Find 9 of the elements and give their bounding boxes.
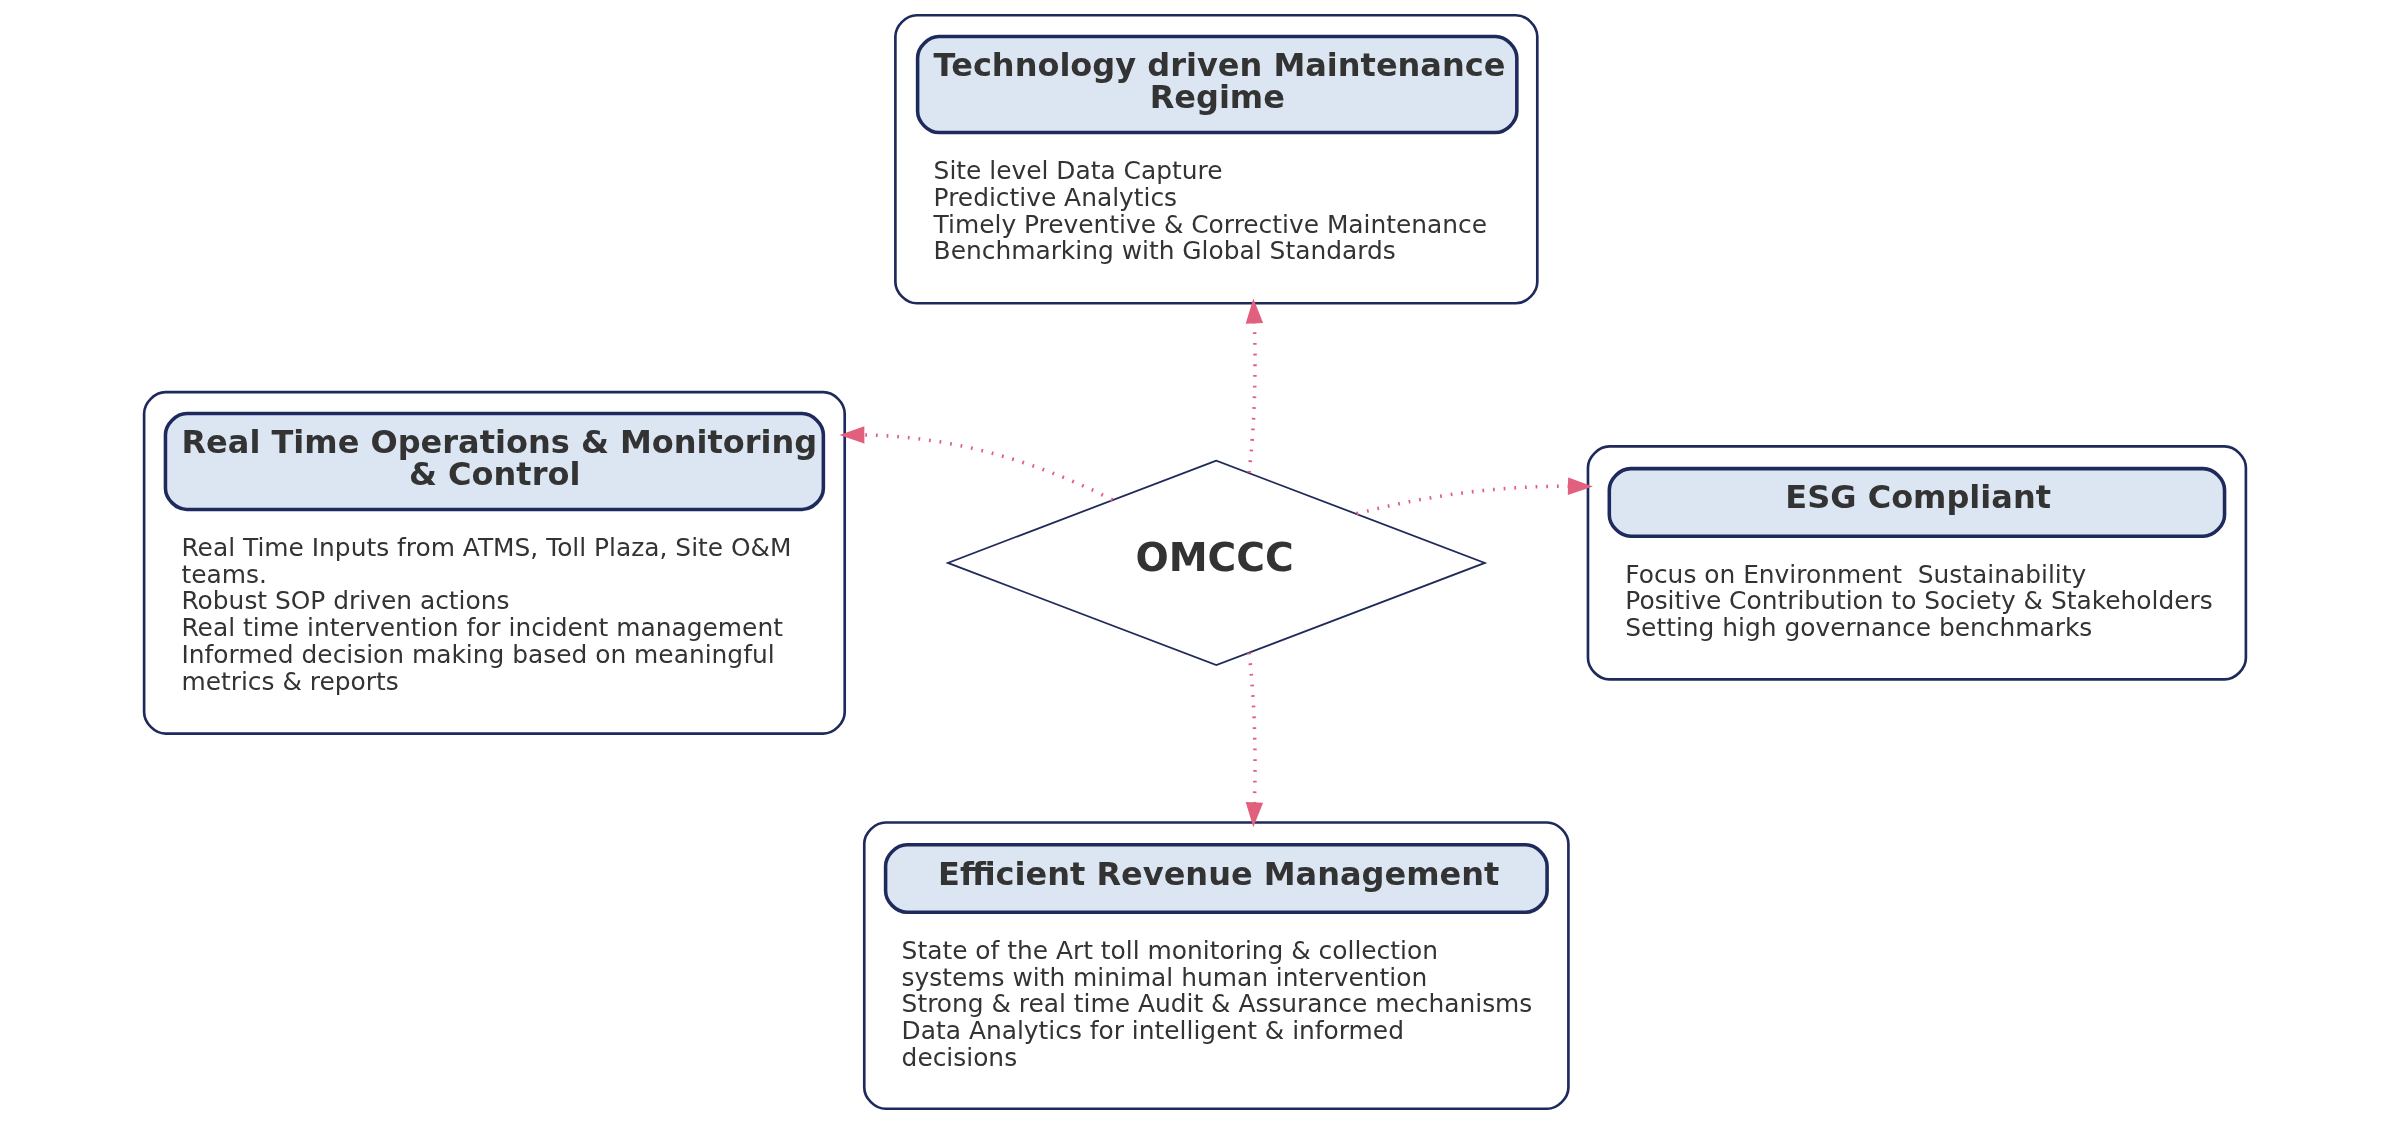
node-box: Technology driven Maintenance Regime Site level Data Capture Predictive Analytics Timely Preventive & Corrective Maintenance Benchmarking with Global Standards bbox=[893, 13, 1539, 305]
arrow bbox=[838, 426, 1113, 502]
arrow bbox=[1245, 652, 1263, 828]
node-box: Efficient Revenue Management State of the Art toll monitoring & collection systems with minimal human intervention Strong & real time Audit & Assurance mechanisms Data Analytics for intelligent & informed decisions bbox=[862, 821, 1570, 1111]
arrow bbox=[1355, 477, 1593, 516]
node-diamond: OMCCC bbox=[944, 459, 1487, 667]
node-box: ESG Compliant Focus on Environment Sustainability Positive Contribution to Society & Stakeholders Setting high governance benchmarks bbox=[1586, 445, 2247, 681]
arrow bbox=[1245, 298, 1263, 473]
node-box: Real Time Operations & Monitoring & Control Real Time Inputs from ATMS, Toll Plaza, Site O&M teams. Robust SOP driven actions Real time intervention for incident management Informed decision making based on meaningful metrics & reports bbox=[142, 390, 846, 735]
